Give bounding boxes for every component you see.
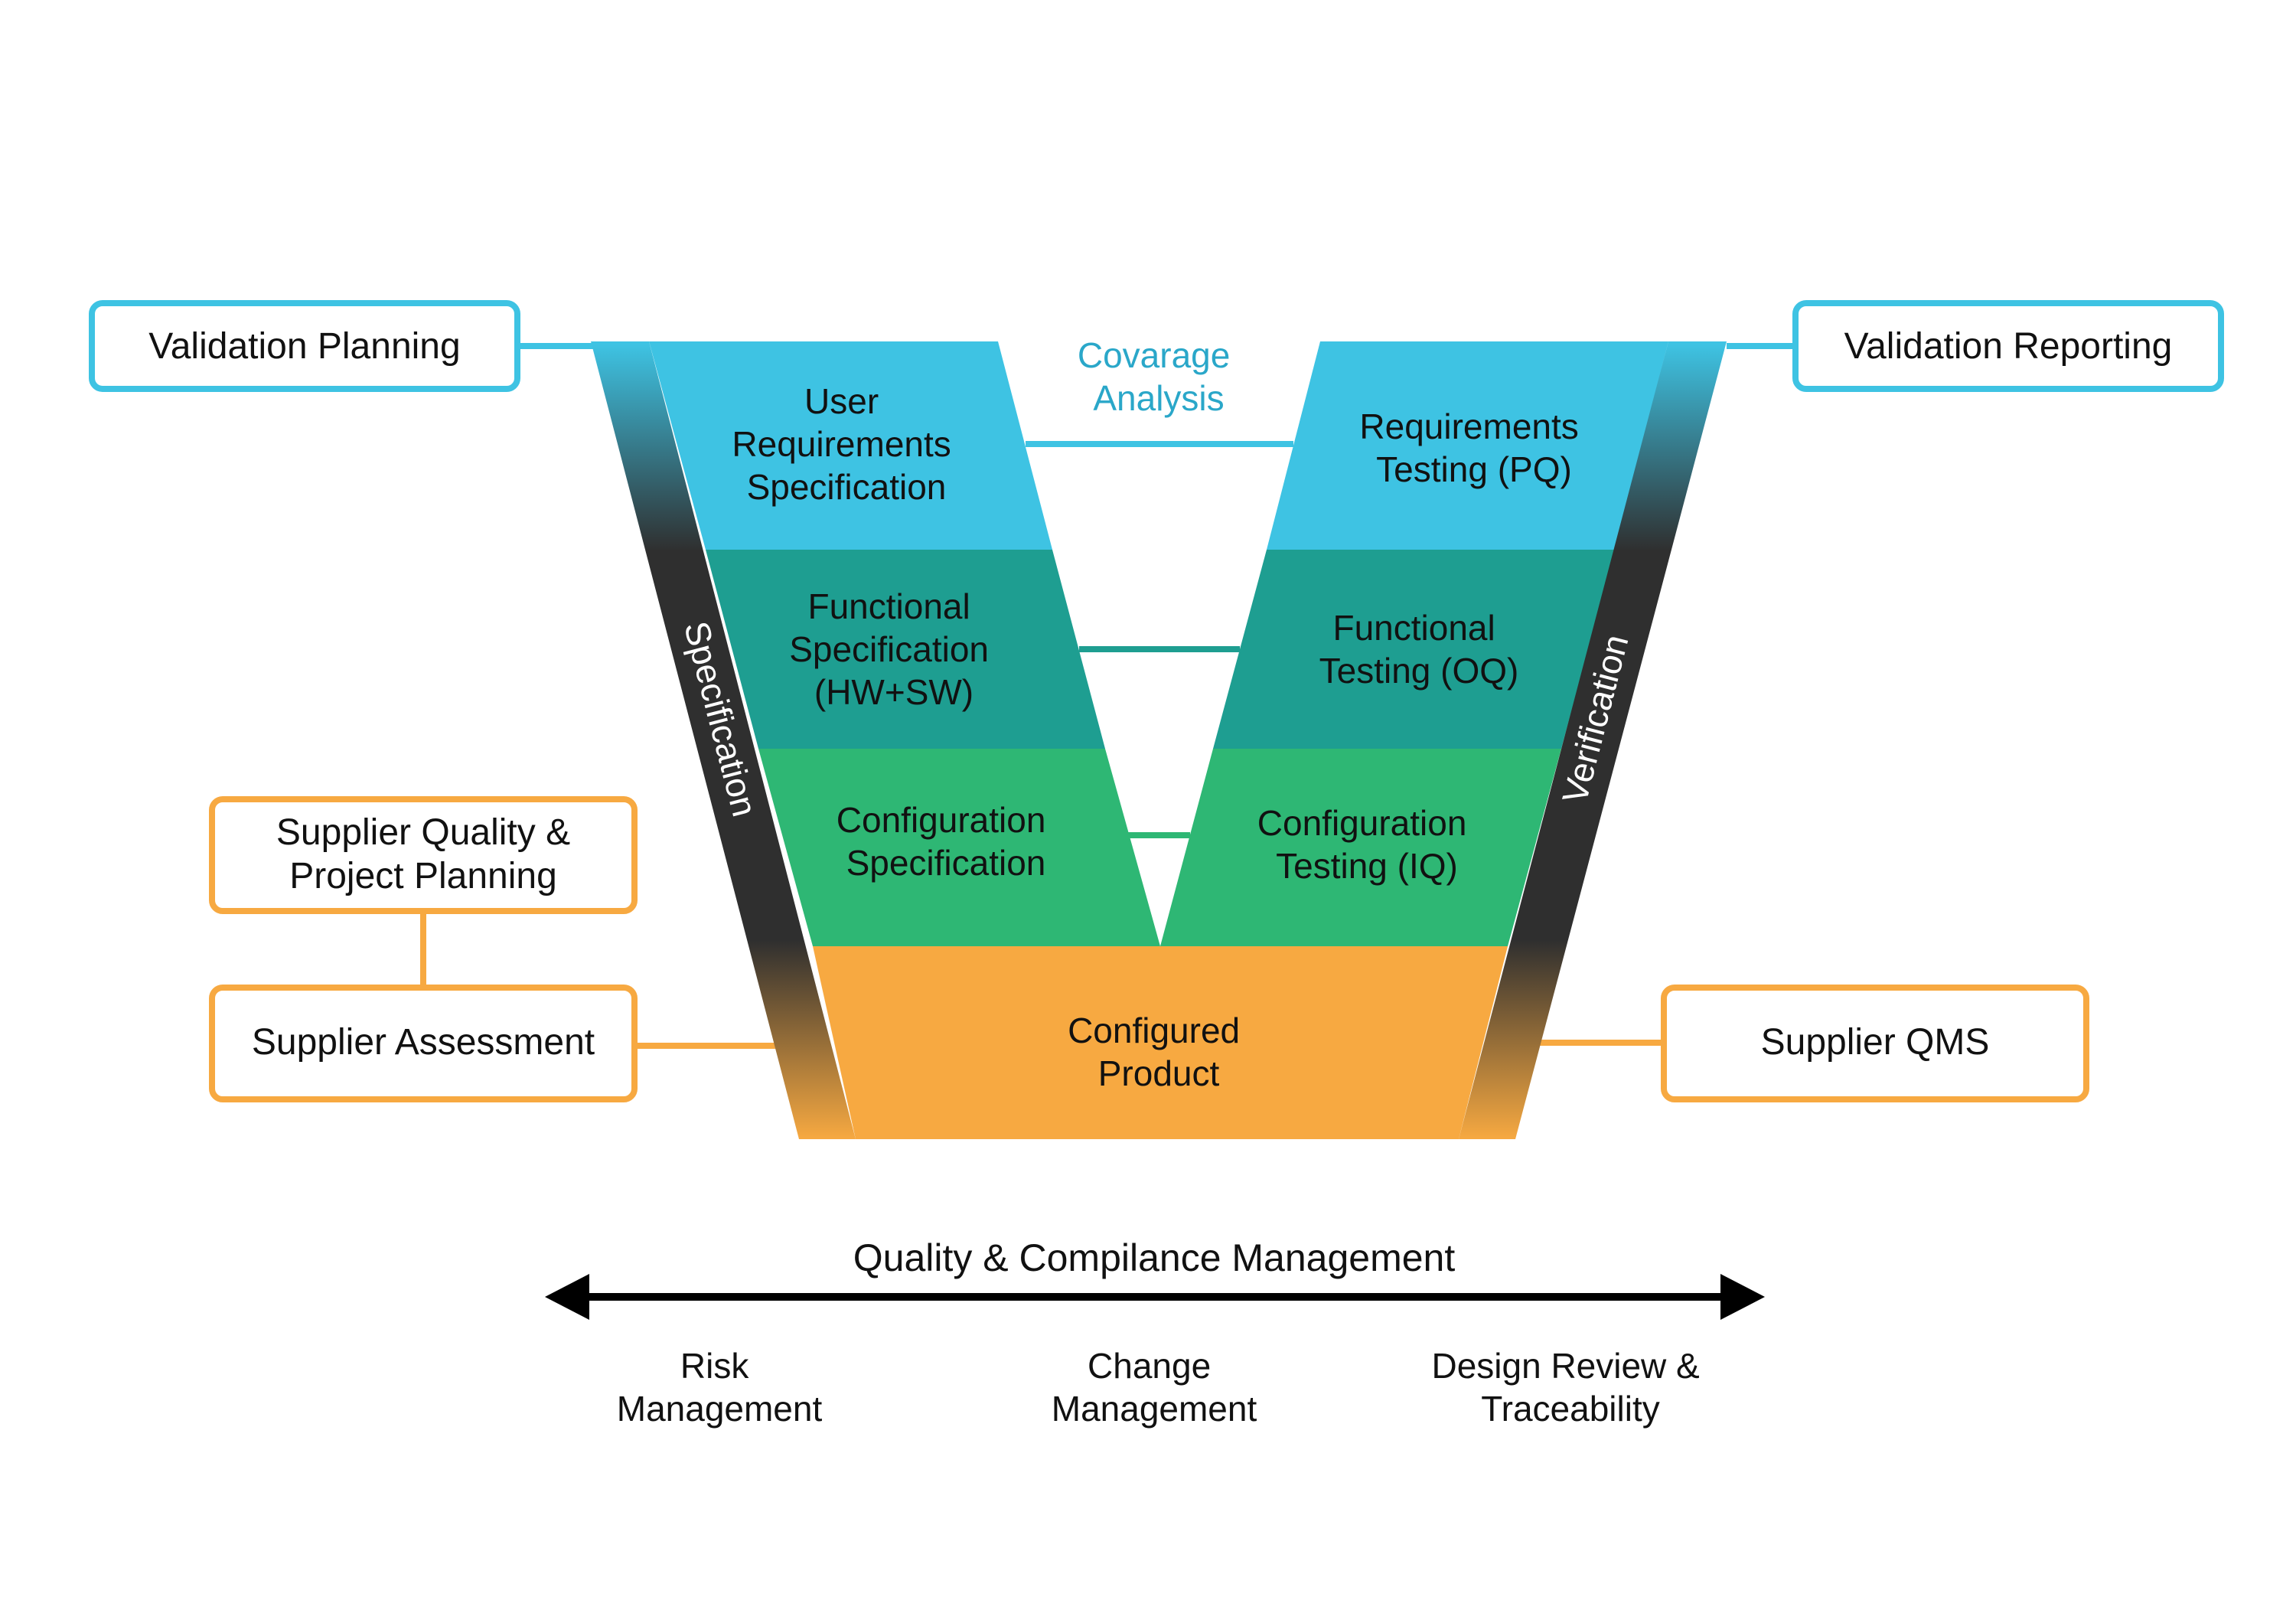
stage-fs-block	[706, 550, 1105, 749]
quality-item-risk: Risk Management	[617, 1346, 823, 1429]
supplier-quality-label-line1: Supplier Quality &	[276, 812, 570, 853]
quality-axis-arrow-right	[1720, 1274, 1765, 1320]
validation-planning-label: Validation Planning	[148, 326, 460, 367]
quality-axis-title: Quality & Compilance Management	[853, 1236, 1456, 1279]
stage-pq-block	[1267, 341, 1668, 550]
stage-iq-block	[1160, 749, 1561, 946]
stage-iq-label: Configuration Testing (IQ)	[1257, 803, 1476, 886]
quality-item-change: Change Management	[1052, 1346, 1257, 1429]
supplier-qms-box: Supplier QMS	[1661, 985, 2089, 1102]
stage-fs-label: Functional Specification (HW+SW)	[789, 586, 999, 712]
coverage-analysis-label: Covarage Analysis	[1078, 335, 1240, 418]
supplier-qms-label: Supplier QMS	[1761, 1022, 1990, 1063]
stage-urs-block	[649, 341, 1052, 550]
quality-axis-arrow-left	[545, 1274, 589, 1320]
stage-oq-block	[1213, 550, 1615, 749]
supplier-assessment-label: Supplier Assessment	[252, 1022, 595, 1063]
supplier-quality-box: Supplier Quality & Project Planning	[209, 796, 638, 914]
stage-configured-product-block	[813, 946, 1508, 1139]
stage-cs-block	[758, 749, 1160, 946]
validation-reporting-box: Validation Reporting	[1792, 300, 2224, 392]
stage-configured-product-label: Configured Product	[1068, 1011, 1250, 1093]
supplier-assessment-box: Supplier Assessment	[209, 985, 638, 1102]
supplier-quality-label-line2: Project Planning	[289, 856, 557, 896]
stage-oq-label: Functional Testing (OQ)	[1319, 608, 1519, 691]
validation-planning-box: Validation Planning	[89, 300, 520, 392]
stage-cs-label: Configuration Specification	[837, 800, 1055, 883]
stage-pq-label: Requirements Testing (PQ)	[1359, 407, 1588, 489]
quality-item-design-review: Design Review & Traceability	[1431, 1346, 1709, 1429]
validation-reporting-label: Validation Reporting	[1844, 326, 2173, 367]
specification-band	[591, 341, 856, 1139]
stage-urs-label: User Requirements Specification	[732, 381, 960, 507]
verification-band	[1459, 341, 1727, 1139]
